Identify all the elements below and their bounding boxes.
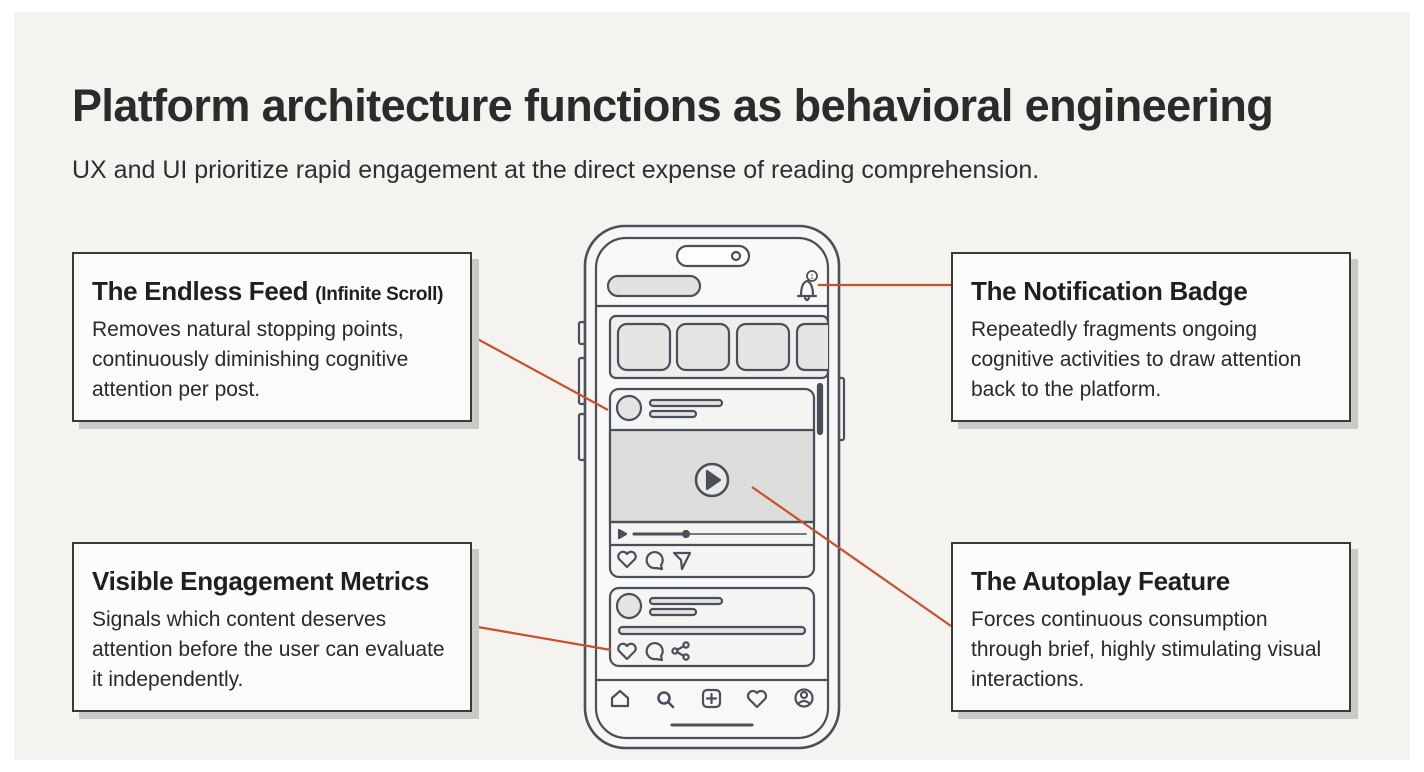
svg-text:1: 1: [810, 274, 814, 281]
profile-icon: [794, 688, 814, 708]
post-2-avatar: [615, 592, 643, 620]
connector-feed: [471, 335, 609, 411]
add-post-icon: [701, 688, 722, 709]
comment-icon: [645, 642, 664, 662]
bell-icon: 1: [796, 270, 818, 302]
search-icon: [657, 691, 675, 709]
callout-body: Forces continuous consumption through br…: [971, 608, 1322, 691]
play-icon: [694, 462, 730, 498]
post-1-avatar: [615, 394, 643, 422]
callout-title: The Autoplay Feature: [971, 566, 1230, 596]
post-2-actions: [617, 641, 690, 662]
connector-metrics: [471, 624, 612, 652]
page-title: Platform architecture functions as behav…: [72, 80, 1274, 131]
feed-scrollbar: [816, 382, 824, 436]
feed-post-1: [608, 387, 816, 579]
callout-body: Repeatedly fragments ongoing cognitive a…: [971, 318, 1302, 401]
feed-post-2: [608, 586, 816, 668]
comment-icon: [645, 551, 664, 571]
callout-title-text: The Endless Feed: [92, 276, 309, 306]
callout-notification-badge: The Notification Badge Repeatedly fragme…: [951, 252, 1351, 422]
heart-icon: [617, 642, 637, 661]
callout-title-note: (Infinite Scroll): [315, 284, 444, 305]
connectors: [471, 283, 952, 652]
heart-icon: [617, 550, 637, 569]
dynamic-island: [675, 244, 751, 268]
callout-engagement-metrics: Visible Engagement Metrics Signals which…: [72, 542, 472, 712]
callout-body: Signals which content deserves attention…: [92, 608, 445, 691]
heart-icon: [746, 689, 768, 709]
stories-row: [608, 314, 830, 380]
send-icon: [672, 551, 692, 571]
bottom-nav: [610, 688, 814, 709]
callout-autoplay: The Autoplay Feature Forces continuous c…: [951, 542, 1351, 712]
post-1-actions: [617, 550, 692, 571]
share-icon: [671, 641, 690, 661]
page-subtitle: UX and UI prioritize rapid engagement at…: [72, 156, 1040, 184]
callout-title: Visible Engagement Metrics: [92, 566, 430, 596]
callout-body: Removes natural stopping points, continu…: [92, 318, 409, 401]
callout-endless-feed: The Endless Feed (Infinite Scroll) Remov…: [72, 252, 472, 422]
top-bar-placeholder: [606, 274, 702, 298]
connector-autoplay: [751, 486, 952, 627]
home-icon: [610, 689, 630, 708]
callout-title: The Endless Feed (Infinite Scroll): [92, 276, 452, 307]
video-progress-bar: [617, 528, 807, 540]
callout-title: The Notification Badge: [971, 276, 1248, 306]
